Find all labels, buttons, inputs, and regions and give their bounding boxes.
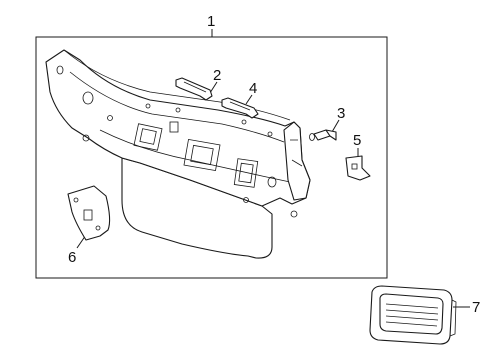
leader-4 [245, 94, 253, 105]
panel-hole-c [82, 134, 90, 142]
callout-2: 2 [213, 67, 221, 84]
panel-skirt [121, 157, 273, 259]
bracket-part-4 [221, 97, 259, 119]
callout-3: 3 [337, 105, 345, 122]
panel-mid-line [69, 71, 285, 143]
panel-hole-e [145, 103, 151, 109]
leader-3 [331, 119, 340, 133]
callout-7: 7 [472, 299, 480, 316]
vent-part-7 [369, 285, 457, 345]
callout-4: 4 [249, 80, 257, 97]
callout-1: 1 [207, 13, 215, 30]
callout-6: 6 [68, 249, 76, 266]
panel-lower-line [99, 129, 291, 183]
callout-5: 5 [353, 132, 361, 149]
panel-hole-h [267, 131, 273, 137]
bolt-part-3 [309, 129, 337, 141]
plate-part-6 [67, 185, 111, 241]
panel-hole-d [107, 115, 113, 121]
panel-hole-j [290, 210, 298, 218]
clip-part-5 [345, 155, 371, 181]
panel-right-bracket [283, 121, 311, 201]
panel-right-bracket-detail [290, 139, 303, 167]
vent-inner [379, 293, 444, 335]
panel-hole-k [243, 197, 249, 203]
vent-louvers [385, 303, 439, 327]
panel-pocket-c-inner [238, 162, 254, 184]
panel-hole-a [56, 65, 64, 75]
panel-pocket-a-inner [139, 128, 157, 145]
panel-hole-b [82, 91, 94, 105]
panel-pocket-b [183, 138, 221, 172]
bracket-part-2 [175, 77, 213, 101]
rear-panel-part-1 [45, 49, 311, 259]
panel-hole-f [175, 107, 181, 113]
panel-tab [169, 121, 179, 133]
panel-top-flange [63, 49, 291, 121]
panel-pocket-b-inner [190, 144, 214, 166]
panel-pocket-a [133, 123, 163, 151]
panel-hole-g [241, 119, 247, 125]
panel-hole-i [267, 176, 277, 188]
panel-pocket-c [233, 158, 259, 188]
